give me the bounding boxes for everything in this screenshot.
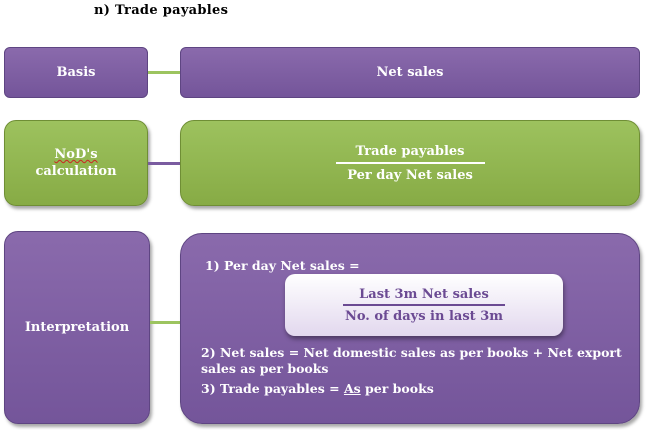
- nod-numerator: Trade payables: [335, 144, 485, 164]
- nod-connector: [148, 162, 180, 165]
- interpretation-item-2-line-1: 2) Net sales = Net domestic sales as per…: [201, 345, 622, 360]
- nod-label-rest: calculation: [35, 164, 117, 179]
- fraction-numerator: Last 3m Net sales: [343, 287, 505, 306]
- interpretation-connector: [150, 321, 180, 324]
- nod-label-box: NoD's calculation: [4, 120, 148, 206]
- interpretation-box: 1) Per day Net sales = Last 3m Net sales…: [180, 233, 640, 424]
- per-day-fraction-box: Last 3m Net sales No. of days in last 3m: [285, 274, 563, 336]
- interpretation-item-3-prefix: 3) Trade payables =: [201, 381, 344, 396]
- interpretation-item-3-as: As: [343, 381, 361, 396]
- basis-value: Net sales: [376, 65, 444, 80]
- interpretation-item-3-suffix: per books: [360, 381, 434, 396]
- interpretation-item-2-line-2: sales as per books: [201, 361, 329, 376]
- basis-label: Basis: [56, 65, 96, 80]
- page-title: n) Trade payables: [94, 3, 229, 18]
- fraction-denominator: No. of days in last 3m: [344, 308, 503, 324]
- interpretation-label: Interpretation: [24, 320, 130, 335]
- interpretation-item-3: 3) Trade payables = As per books: [201, 381, 434, 397]
- interpretation-item-2: 2) Net sales = Net domestic sales as per…: [201, 345, 637, 377]
- nod-denominator: Per day Net sales: [347, 167, 473, 183]
- interpretation-label-box: Interpretation: [4, 231, 150, 424]
- nod-label-word: NoD's: [54, 147, 98, 162]
- basis-label-box: Basis: [4, 47, 148, 98]
- basis-connector: [148, 71, 180, 74]
- nod-formula-box: Trade payables Per day Net sales: [180, 120, 640, 206]
- interpretation-item-1: 1) Per day Net sales =: [205, 258, 360, 273]
- basis-value-box: Net sales: [180, 47, 640, 98]
